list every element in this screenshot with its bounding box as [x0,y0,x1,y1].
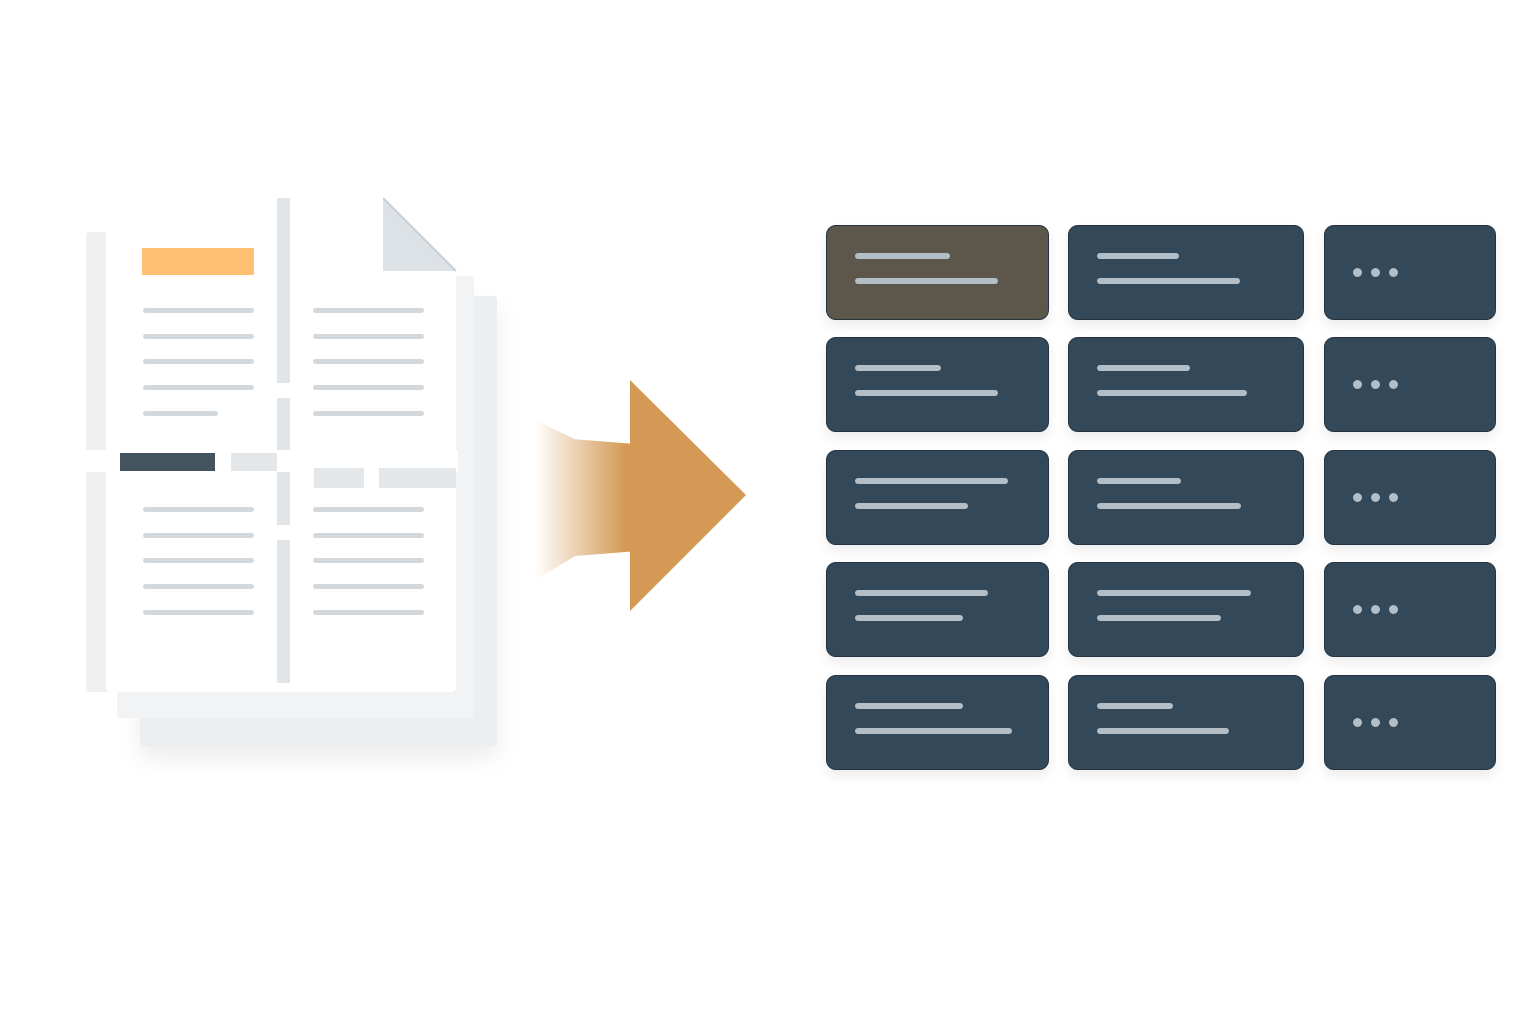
dot [1389,718,1398,727]
more-icon[interactable] [1353,718,1398,727]
card-more[interactable] [1324,225,1496,320]
text-line [143,507,254,512]
split-piece [314,468,364,488]
folded-corner-icon [383,198,457,272]
card-text-bar [1097,278,1240,284]
dot [1371,493,1380,502]
split-piece [231,453,277,471]
card[interactable] [1068,675,1304,770]
text-line [143,385,254,390]
card-text-bar [1097,253,1179,259]
text-line [313,584,424,589]
dot [1371,718,1380,727]
text-line [143,334,254,339]
text-line [313,610,424,615]
column-divider-top [277,198,290,383]
dot [1389,380,1398,389]
text-line [313,334,424,339]
card-more[interactable] [1324,675,1496,770]
text-line [313,507,424,512]
card-text-bar [1097,728,1229,734]
dot [1371,268,1380,277]
card-more[interactable] [1324,337,1496,432]
card[interactable] [1068,450,1304,545]
card[interactable] [826,675,1049,770]
text-line [143,308,254,313]
dot [1371,605,1380,614]
text-line [313,533,424,538]
card-text-bar [855,615,963,621]
text-line [313,308,424,313]
dot [1353,380,1362,389]
text-line [313,359,424,364]
more-icon[interactable] [1353,380,1398,389]
text-line [313,385,424,390]
more-icon[interactable] [1353,268,1398,277]
text-line [143,411,218,416]
more-icon[interactable] [1353,493,1398,502]
dot [1353,605,1362,614]
card-text-bar [855,503,968,509]
card-text-bar [855,590,988,596]
dot [1389,493,1398,502]
text-line [313,558,424,563]
card-text-bar [855,703,963,709]
card-text-bar [1097,615,1221,621]
highlight-block [142,248,254,275]
card-text-bar [1097,590,1251,596]
card-text-bar [1097,703,1173,709]
document-stack [0,0,520,780]
card-text-bar [1097,503,1241,509]
text-line [313,411,424,416]
card[interactable] [1068,562,1304,657]
text-line [143,533,254,538]
card[interactable] [826,562,1049,657]
dot [1353,268,1362,277]
dot [1389,605,1398,614]
card[interactable] [826,337,1049,432]
arrow-icon [630,380,746,611]
card-text-bar [855,278,998,284]
card-text-bar [1097,365,1190,371]
card[interactable] [826,225,1049,320]
dot [1389,268,1398,277]
card-text-bar [855,728,1012,734]
dot [1353,718,1362,727]
card-text-bar [1097,478,1181,484]
dark-bar [120,453,215,471]
card[interactable] [1068,225,1304,320]
split-piece [379,468,456,488]
text-line [143,359,254,364]
card-more[interactable] [1324,562,1496,657]
card-more[interactable] [1324,450,1496,545]
text-line [143,610,254,615]
card-text-bar [1097,390,1247,396]
card-text-bar [855,478,1008,484]
dot [1353,493,1362,502]
dot [1371,380,1380,389]
text-line [143,558,254,563]
column-divider-bottom [277,540,290,683]
card[interactable] [1068,337,1304,432]
arrow-tail [535,420,635,580]
card-text-bar [855,390,998,396]
card-text-bar [855,253,950,259]
text-line [143,584,254,589]
card[interactable] [826,450,1049,545]
more-icon[interactable] [1353,605,1398,614]
card-text-bar [855,365,941,371]
